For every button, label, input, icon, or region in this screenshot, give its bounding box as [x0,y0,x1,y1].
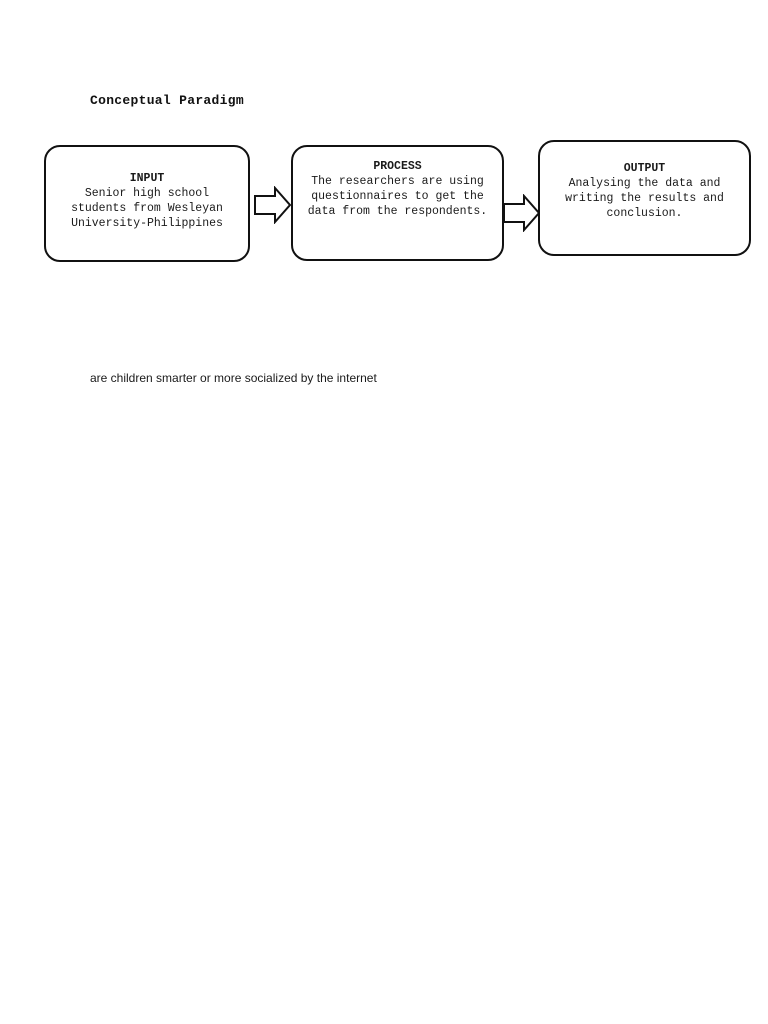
process-text: The researchers are using questionnaires… [307,175,488,218]
input-heading: INPUT [129,172,165,185]
process-box: PROCESS The researchers are using questi… [291,145,504,261]
input-text: Senior high school students from Wesleya… [71,187,223,230]
arrow-right-icon [503,194,541,232]
diagram-title: Conceptual Paradigm [90,93,244,108]
output-heading: OUTPUT [623,162,666,175]
body-text: are children smarter or more socialized … [90,371,377,385]
input-box: INPUT Senior high school students from W… [44,145,250,262]
process-heading: PROCESS [373,160,422,173]
output-box: OUTPUT Analysing the data and writing th… [538,140,751,256]
output-text: Analysing the data and writing the resul… [565,177,724,220]
arrow-right-icon [254,186,292,224]
